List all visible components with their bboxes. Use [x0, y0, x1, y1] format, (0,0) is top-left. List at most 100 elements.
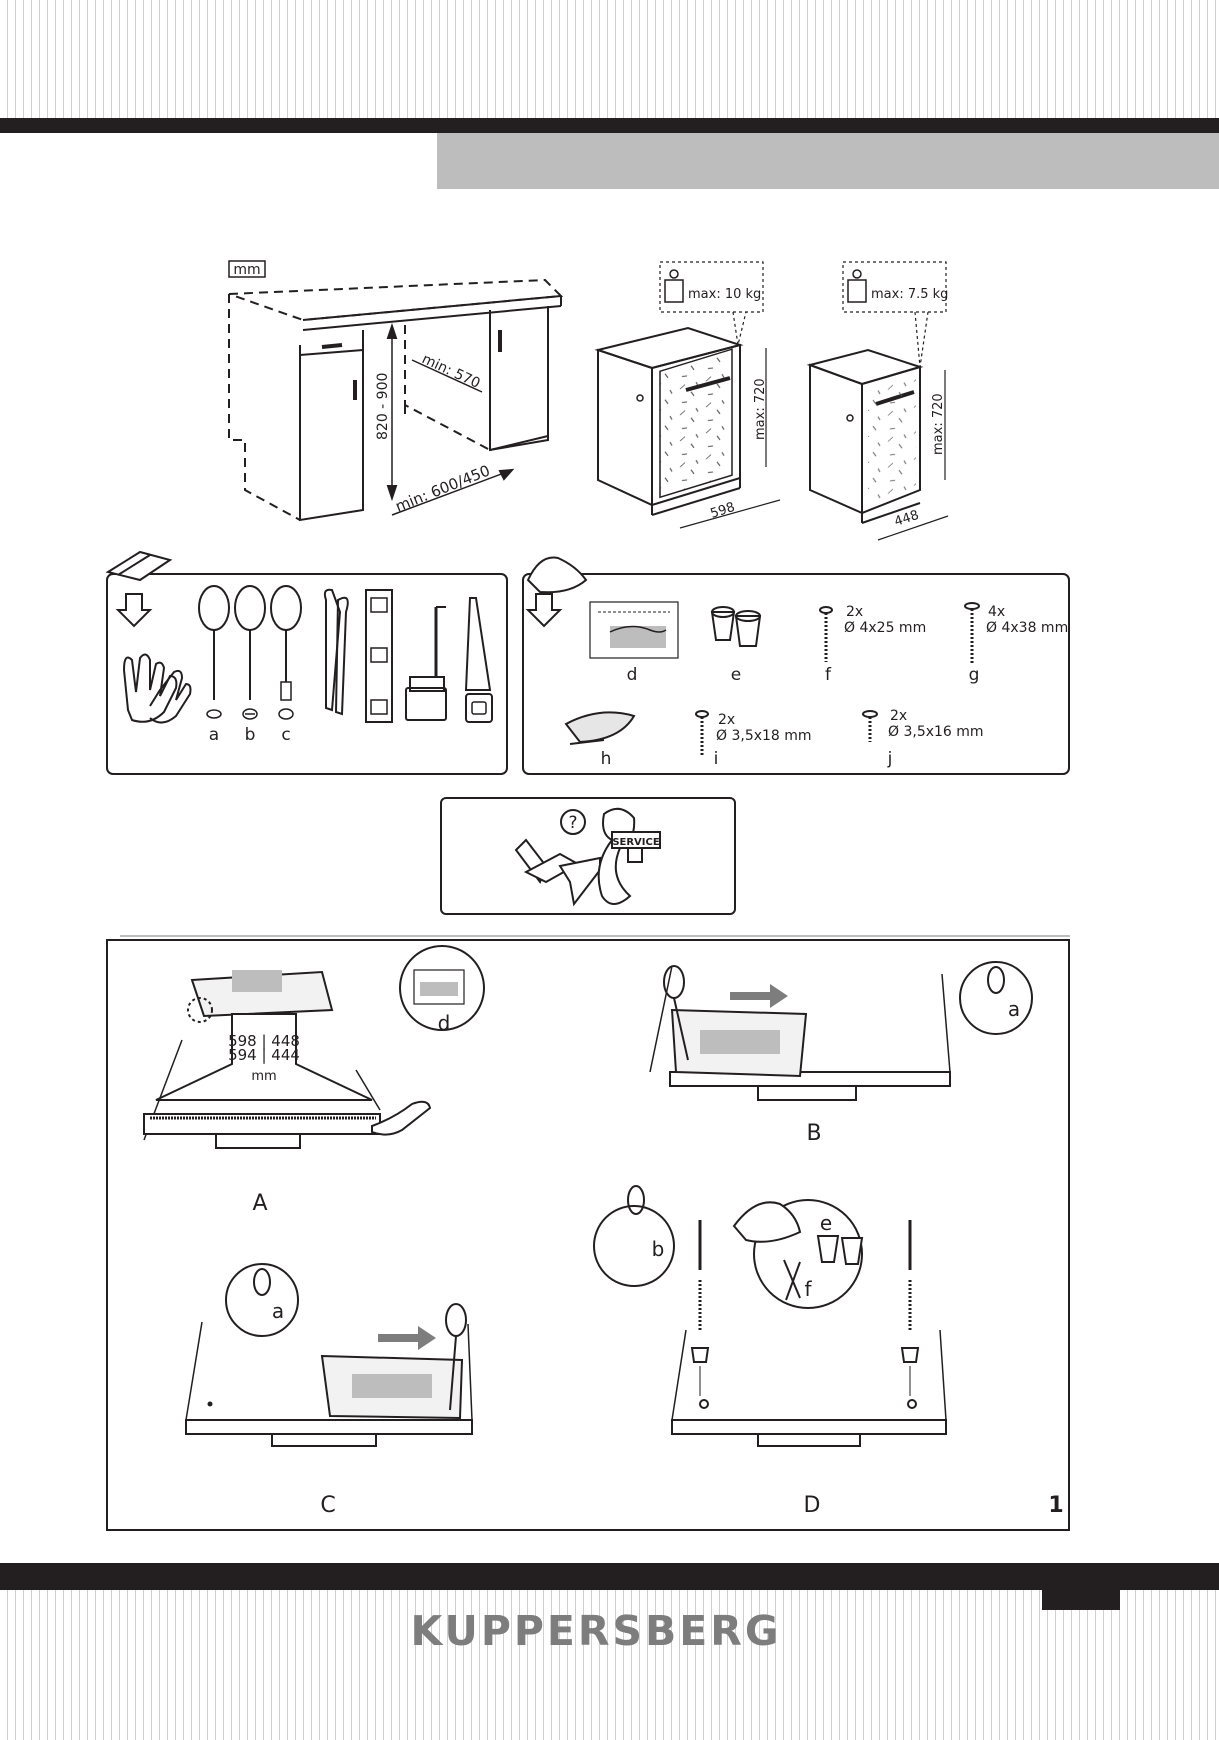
pliers-icon: [323, 588, 342, 712]
service-illustration: [514, 807, 661, 907]
header-bar: [0, 118, 1219, 133]
steps-frame: [106, 939, 1070, 1531]
part-qty-g: 4x: [988, 604, 1005, 620]
footer-bar: [0, 1563, 1219, 1590]
unit-label: mm: [233, 262, 260, 278]
template-part-d: [589, 601, 679, 659]
parts-panel: [522, 573, 1070, 775]
ref-d-circle: [399, 945, 485, 1031]
brand-logo: KUPPERSBERG: [410, 1607, 782, 1655]
dishwasher-60-weight: max: 10 kg: [688, 287, 761, 302]
cabinet-height-dim: 820 - 900: [375, 373, 391, 440]
dishwasher-45-panel: [868, 376, 916, 504]
screwdriver-icon-c: [445, 1303, 467, 1337]
step-d-label: D: [804, 1493, 821, 1518]
template-width-bottom: 594 | 444: [228, 1046, 300, 1064]
spirit-level-icon: [365, 589, 393, 723]
figure-number: 1: [1048, 1493, 1063, 1518]
measuring-tape-icon: [405, 687, 447, 721]
down-arrow-icon-2: [525, 593, 563, 628]
part-qty-j: 2x: [890, 708, 907, 724]
part-label-i: i: [714, 749, 719, 769]
caps-thumb: [816, 1235, 864, 1265]
dishwasher-45-width: 448: [893, 508, 921, 530]
ref-b-label: b: [652, 1237, 665, 1261]
screw-part-j: [862, 710, 878, 742]
ref-f-label: f: [804, 1277, 812, 1301]
part-size-g: Ø 4x38 mm: [986, 620, 1068, 636]
screw-part-i: [695, 710, 709, 756]
screw-thumb-2: [785, 1261, 801, 1301]
parts-illustrations: [525, 556, 980, 756]
parts-bag-icon: [526, 556, 588, 594]
toolbox-icon: [105, 550, 173, 582]
step-c-label: C: [320, 1493, 335, 1518]
dishwasher-45-diagram: [806, 261, 949, 541]
ref-ef-circle: [753, 1199, 863, 1309]
cabinet-depth-dim: min: 570: [419, 351, 482, 392]
parts-bag-thumb: [732, 1201, 802, 1243]
part-size-j: Ø 3,5x16 mm: [888, 724, 984, 740]
ref-e-label: e: [820, 1211, 832, 1235]
weight-callout-60: [659, 261, 764, 313]
dishwasher-60-height: max: 720: [753, 378, 768, 440]
help-icon: [560, 809, 586, 835]
dishwasher-45-height: max: 720: [931, 393, 946, 455]
service-panel: [440, 797, 736, 915]
screwdriver-a-icon: [198, 585, 230, 631]
ref-a-label-b: a: [1008, 997, 1020, 1021]
ref-b-circle: [593, 1205, 675, 1287]
saw-icon: [464, 597, 492, 691]
part-qty-i: 2x: [718, 712, 735, 728]
dishwasher-60-diagram: [594, 261, 781, 529]
part-size-i: Ø 3,5x18 mm: [716, 728, 812, 744]
screwdriver-thumb-c: [253, 1268, 271, 1296]
slide-arrow-b: [730, 984, 788, 1008]
template-arrow: [155, 1013, 373, 1101]
tool-label-a: a: [209, 725, 219, 745]
gloves-icon: [122, 653, 178, 723]
part-qty-f: 2x: [846, 604, 863, 620]
screw-part-g: [964, 602, 980, 664]
hand-icon: [371, 1100, 432, 1136]
dishwasher-60-width: 598: [709, 500, 737, 522]
screwdriver-b-icon: [234, 585, 266, 631]
down-arrow-icon: [115, 593, 153, 628]
unit-box: [228, 260, 266, 278]
ref-d-label: d: [438, 1011, 451, 1035]
part-label-f: f: [825, 665, 832, 685]
help-symbol: ?: [568, 813, 577, 833]
screw-part-f: [819, 606, 833, 662]
tool-label-c: c: [281, 725, 290, 745]
step-c-illustration: [185, 1303, 473, 1447]
ref-a-label-c: a: [272, 1299, 284, 1323]
step-b-label: B: [806, 1121, 821, 1146]
dishwasher-45-weight: max: 7.5 kg: [871, 287, 948, 302]
cabinet-diagram: mm: [228, 260, 564, 522]
template-d-thumb-fill: [420, 982, 458, 996]
screwdriver-c-icon: [270, 585, 302, 631]
screwdriver-thumb-b: [987, 966, 1005, 994]
footer-stripes: [0, 1590, 1219, 1740]
screw-thumb-1: [783, 1259, 801, 1299]
screwdriver-icon-b: [663, 965, 685, 999]
part-label-d: d: [627, 665, 638, 685]
ref-a-circle-b: [959, 961, 1033, 1035]
part-label-j: j: [887, 749, 893, 769]
ref-a-circle-c: [225, 1263, 299, 1337]
screwdriver-thumb-d: [627, 1185, 645, 1215]
part-label-g: g: [969, 665, 980, 685]
cabinet-width-dim: min: 600/450: [393, 461, 493, 515]
step-a-illustration: [143, 970, 432, 1149]
section-banner: [437, 133, 1219, 189]
part-size-f: Ø 4x25 mm: [844, 620, 926, 636]
slide-arrow-c: [378, 1326, 436, 1350]
tool-label-b: b: [245, 725, 256, 745]
weight-callout-45: [842, 261, 947, 313]
template-width-top: 598 | 448: [228, 1032, 300, 1050]
caps-part-e: [710, 611, 736, 641]
page-number-tab: [1042, 1590, 1120, 1610]
part-label-e: e: [731, 665, 741, 685]
part-label-h: h: [601, 749, 612, 769]
